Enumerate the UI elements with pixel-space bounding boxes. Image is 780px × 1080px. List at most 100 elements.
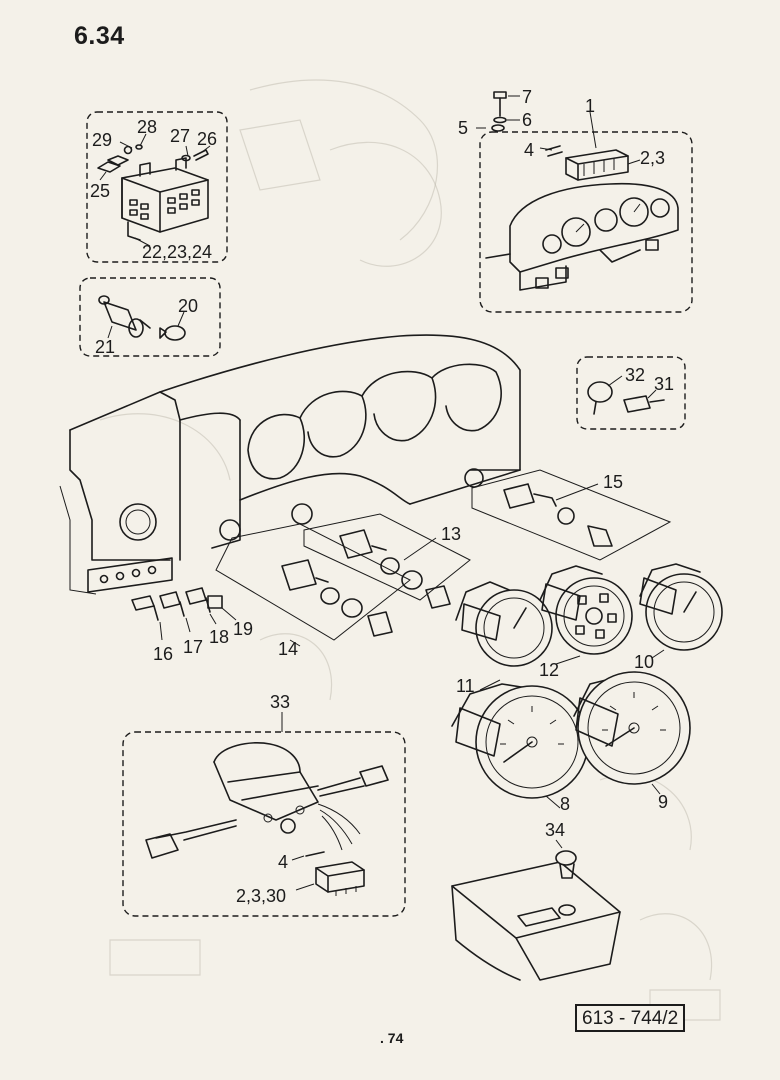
- sender-box: 32 31: [576, 356, 686, 430]
- rocker-18: [185, 587, 207, 605]
- callout-25: 25: [90, 181, 110, 201]
- rocker-19: [207, 595, 223, 609]
- rocker-17: [159, 591, 181, 609]
- sender-box-outline: [576, 356, 686, 430]
- switch-15-knob: [587, 525, 613, 547]
- callout-19: 19: [233, 619, 253, 639]
- screw-7-head: [493, 91, 507, 99]
- fuse-4: [545, 145, 563, 157]
- switch-15-body: [503, 483, 557, 509]
- stalk-right-knob: [359, 765, 389, 787]
- switch-plate: [87, 557, 173, 593]
- dashboard-panel: [59, 334, 521, 595]
- combination-switch: [145, 742, 389, 859]
- callout-9: 9: [658, 792, 668, 812]
- callout-34: 34: [545, 820, 565, 840]
- section-number: 6.34: [74, 22, 125, 50]
- bulb-box-outline: [79, 277, 221, 357]
- callout-11: 11: [456, 676, 475, 696]
- page-number: . 74: [380, 1030, 404, 1046]
- cluster-box-outline: [479, 131, 693, 313]
- callout-20: 20: [178, 296, 198, 316]
- washer-27: [181, 154, 191, 162]
- bulb-20: [159, 325, 186, 341]
- callout-13: 13: [441, 524, 461, 544]
- background-ghost-lines: [99, 79, 721, 1021]
- callout-8: 8: [560, 794, 570, 814]
- air-vent: [119, 503, 157, 541]
- callout-14: 14: [278, 639, 298, 659]
- terminal-25b: [107, 155, 129, 166]
- washer-6: [493, 116, 507, 124]
- switch-13-ring: [380, 557, 400, 575]
- callout-6: 6: [522, 110, 532, 130]
- callout-5: 5: [458, 118, 468, 138]
- callout-33: 33: [270, 692, 290, 712]
- callout-27: 27: [170, 126, 190, 146]
- callout-28: 28: [137, 117, 157, 137]
- callout-32: 32: [625, 365, 645, 385]
- switch-14-ring: [320, 587, 340, 605]
- connector-group-box: 29 28 27 26 25 22,23,24: [86, 111, 228, 263]
- callout-16: 16: [153, 644, 173, 664]
- callout-31: 31: [654, 374, 674, 394]
- switch-15-group: 15: [471, 469, 672, 561]
- switch-15-nut: [557, 507, 575, 525]
- callout-7: 7: [522, 87, 532, 107]
- rocker-switches: 16 17 18 19: [131, 587, 253, 664]
- switch-13-body: [339, 529, 387, 559]
- callout-15: 15: [603, 472, 623, 492]
- connector-box-outline: [86, 111, 228, 263]
- callout-21: 21: [95, 337, 115, 357]
- fuse-4-bottom: [305, 851, 325, 857]
- gauge-10: 10: [634, 563, 723, 672]
- cluster-housing: [485, 182, 679, 291]
- callout-10: 10: [634, 652, 654, 672]
- callout-12: 12: [539, 660, 559, 680]
- combination-switch-box: 33 4: [122, 692, 406, 917]
- rocker-16: [131, 595, 155, 611]
- multi-pin-connector: [121, 157, 209, 241]
- callout-26: 26: [197, 129, 217, 149]
- callout-4-bottom: 4: [278, 852, 288, 872]
- knob-34: [555, 850, 577, 916]
- callout-17: 17: [183, 637, 203, 657]
- gauge-9-tachometer: 9: [573, 671, 691, 812]
- switch-13-nut: [401, 570, 423, 590]
- bulb-holder-box: 21 20: [79, 277, 221, 357]
- switch-14-knob: [367, 611, 393, 637]
- screw-26: [193, 149, 209, 161]
- switch-13-knob: [425, 585, 451, 609]
- cap-32: [587, 381, 613, 415]
- callout-29: 29: [92, 130, 112, 150]
- callout-22-23-24: 22,23,24: [142, 242, 212, 262]
- bulb-socket-21: [98, 295, 151, 338]
- switch-14-nut: [341, 598, 363, 618]
- washer-28: [135, 144, 143, 150]
- switch-hole-left: [219, 519, 241, 541]
- callout-1: 1: [585, 96, 595, 116]
- center-console: 34: [451, 820, 621, 981]
- combination-switch-box-outline: [122, 731, 406, 917]
- terminal-25a: [97, 161, 121, 173]
- callout-4-top: 4: [524, 140, 534, 160]
- stalk-left-knob: [145, 833, 179, 859]
- gauge-8-speedometer: 8: [451, 683, 589, 814]
- callout-2-3-30: 2,3,30: [236, 886, 286, 906]
- callout-2-3-top: 2,3: [640, 148, 665, 168]
- fuse-box: [565, 149, 629, 181]
- gauge-12: 12: [539, 565, 633, 680]
- drawing-reference-number: 613 - 744/2: [575, 1004, 686, 1032]
- switch-13-group: 13: [303, 513, 471, 609]
- instrument-cluster-box: 7 6 5 1 4 2,3: [458, 87, 693, 313]
- washer-5: [491, 124, 505, 132]
- callout-18: 18: [209, 627, 229, 647]
- switch-14-body: [281, 559, 329, 591]
- switch-14-group: 14: [215, 523, 411, 659]
- gauge-11: 11: [455, 581, 553, 696]
- sender-31: [623, 395, 665, 413]
- switch-hole-mid: [291, 503, 313, 525]
- relay-box: [315, 861, 365, 896]
